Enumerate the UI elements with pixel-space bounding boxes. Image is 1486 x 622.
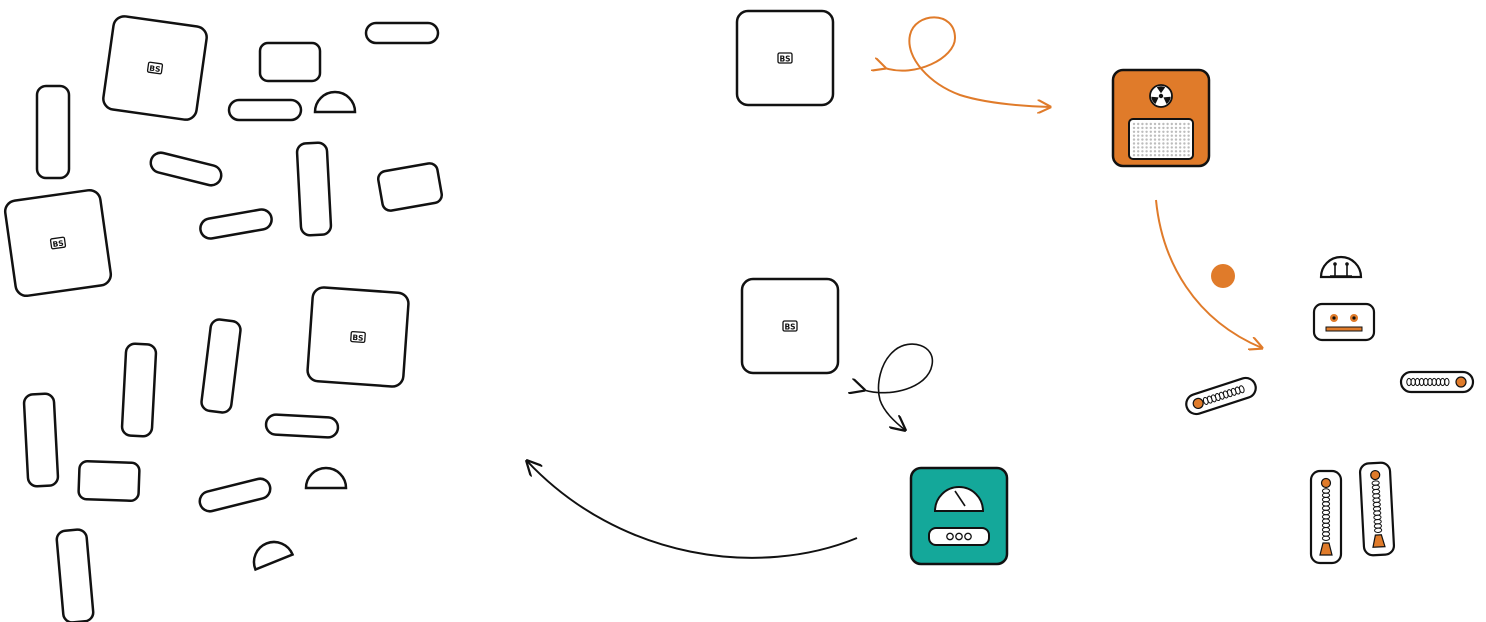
radiation-box (1111, 68, 1211, 168)
bs-label: BS (352, 333, 364, 343)
meter-button-strip (928, 527, 990, 546)
tall-pill-part (295, 141, 333, 237)
tall-pill-part (120, 342, 158, 438)
pill-part (149, 151, 223, 187)
robot-arm-right (1399, 370, 1475, 394)
loop-path (885, 16, 1050, 107)
meter-box (909, 466, 1009, 566)
robot-leg-right (1358, 461, 1396, 557)
tall-pill-part (22, 392, 60, 488)
radiation-icon (1149, 84, 1173, 108)
return-arrow (527, 461, 858, 559)
scattered-parts: BS BS BS (3, 15, 443, 622)
pill-part (227, 98, 303, 122)
bs-label: BS (149, 64, 161, 74)
gauge-icon (933, 486, 985, 512)
dome-part (252, 540, 295, 572)
orange-dot (1211, 264, 1235, 288)
bs-label: BS (779, 54, 790, 63)
bs-label: BS (52, 239, 64, 249)
bs-box-top: BS (735, 9, 835, 107)
loop-path (864, 343, 934, 430)
arc-path (1155, 199, 1262, 348)
bs-square-box: BS (3, 188, 113, 298)
orange-arc-arrow (1155, 199, 1262, 348)
rounded-block (377, 162, 443, 212)
robot-head (1312, 302, 1376, 342)
pill-part (364, 21, 440, 45)
pill-part (198, 477, 272, 513)
tall-pill-part (55, 528, 95, 622)
tall-pill-part (200, 318, 242, 414)
black-loop-arrow (864, 343, 934, 430)
bs-square-box: BS (306, 286, 410, 388)
bs-label: BS (784, 322, 795, 331)
robot-leg-left (1309, 469, 1343, 565)
bs-box-middle: BS (740, 277, 840, 375)
dome-part (304, 466, 348, 490)
robot-arm-left (1185, 376, 1257, 416)
pill-part (264, 413, 340, 439)
orange-loop-arrow (885, 16, 1050, 107)
robot-antenna-dome (1319, 255, 1363, 279)
robot-parts (1185, 255, 1475, 565)
bs-square-box: BS (102, 15, 208, 121)
pill-part (199, 208, 273, 240)
rounded-block (258, 41, 322, 83)
return-arrow-path (527, 461, 858, 559)
dome-part (313, 90, 357, 114)
grid-display (1128, 118, 1194, 160)
tall-pill-part (35, 84, 71, 180)
rounded-block (77, 459, 141, 503)
